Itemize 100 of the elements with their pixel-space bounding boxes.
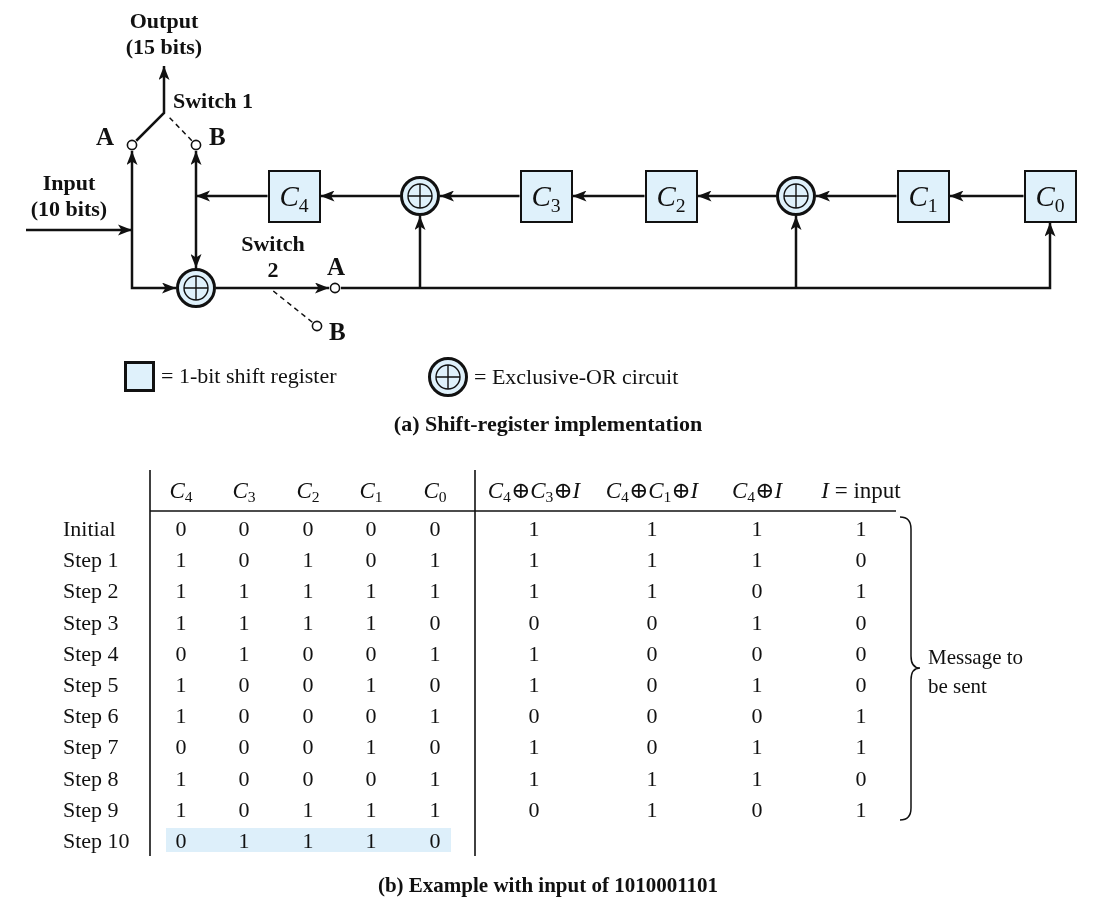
row-label: Step 9 [63, 796, 119, 822]
bit-value: 1 [302, 546, 314, 572]
bit-value: 1 [429, 640, 441, 666]
register-label: C$_{4}$ [279, 180, 309, 212]
bit-value: 0 [528, 702, 540, 728]
column-header: C$_{2}$ [296, 477, 320, 503]
row-label: Step 8 [63, 765, 119, 791]
dashed-line [168, 116, 193, 142]
bit-value: 1 [175, 765, 187, 791]
arrow [790, 216, 802, 288]
row-label: Step 10 [63, 827, 130, 853]
bit-value: 1 [855, 702, 867, 728]
bit-value: 1 [855, 515, 867, 541]
column-header: I = input [821, 477, 901, 503]
arrow [135, 66, 170, 142]
bit-value: 0 [238, 733, 250, 759]
bit-value: 0 [429, 671, 441, 697]
register-box [267, 169, 321, 223]
bit-value: 0 [429, 609, 441, 635]
xor-gate-icon [176, 268, 216, 308]
terminal-icon [190, 139, 202, 151]
bit-value: 1 [365, 671, 377, 697]
bit-value: 1 [365, 733, 377, 759]
bit-value: 0 [646, 640, 658, 666]
bit-value: 1 [528, 671, 540, 697]
bit-value: 0 [855, 671, 867, 697]
bit-value: 0 [302, 515, 314, 541]
bit-value: 0 [751, 702, 763, 728]
row-label: Step 1 [63, 546, 119, 572]
column-header: C$_{4}$⊕C$_{3}$⊕I [487, 477, 581, 503]
bit-value: 1 [528, 577, 540, 603]
column-header: C$_{4}$⊕I [731, 477, 783, 503]
arrow [440, 190, 520, 202]
bit-value: 0 [365, 765, 377, 791]
bit-value: 0 [528, 796, 540, 822]
terminal-letter: A [327, 254, 346, 280]
connector-line [341, 286, 420, 290]
bit-value: 1 [302, 577, 314, 603]
column-header: C$_{4}$⊕C$_{1}$⊕I [605, 477, 699, 503]
switch-label: Switch 2 [240, 231, 306, 283]
register-box [644, 169, 698, 223]
arrow [126, 151, 138, 230]
terminal-icon [126, 139, 138, 151]
row-label: Step 7 [63, 733, 119, 759]
bit-value: 1 [646, 546, 658, 572]
bit-value: 1 [528, 515, 540, 541]
row-label: Step 4 [63, 640, 119, 666]
bit-value: 0 [646, 609, 658, 635]
output-label: Output (15 bits) [114, 8, 214, 60]
bit-value: 0 [365, 515, 377, 541]
bit-value: 0 [528, 609, 540, 635]
bit-value: 0 [751, 796, 763, 822]
legend-text: = Exclusive-OR circuit [474, 364, 679, 390]
switch-label: Switch 1 [173, 88, 254, 114]
bit-value: 0 [365, 546, 377, 572]
bit-value: 1 [646, 765, 658, 791]
bit-value: 1 [302, 827, 314, 853]
bit-value: 1 [855, 733, 867, 759]
bit-value: 1 [528, 733, 540, 759]
bit-value: 1 [238, 640, 250, 666]
bit-value: 0 [429, 733, 441, 759]
arrow [816, 190, 897, 202]
terminal-letter: B [329, 319, 346, 345]
arrow [190, 151, 202, 196]
bit-value: 1 [751, 765, 763, 791]
bit-value: 1 [175, 577, 187, 603]
bit-value: 1 [855, 796, 867, 822]
bit-value: 0 [302, 640, 314, 666]
bit-value: 1 [646, 577, 658, 603]
column-header: C$_{4}$ [169, 477, 193, 503]
bit-value: 0 [302, 702, 314, 728]
bit-value: 1 [302, 609, 314, 635]
arrow [190, 196, 202, 268]
row-label: Initial [63, 515, 116, 541]
bit-value: 0 [751, 577, 763, 603]
row-label: Step 6 [63, 702, 119, 728]
bit-value: 1 [238, 577, 250, 603]
bit-value: 1 [365, 609, 377, 635]
bit-value: 1 [365, 577, 377, 603]
bit-value: 1 [365, 796, 377, 822]
caption: (a) Shift-register implementation [393, 411, 703, 437]
bit-value: 0 [429, 827, 441, 853]
bit-value: 1 [429, 702, 441, 728]
bit-value: 1 [429, 577, 441, 603]
bit-value: 1 [751, 609, 763, 635]
bit-value: 1 [175, 796, 187, 822]
register-box [519, 169, 573, 223]
bit-value: 0 [302, 671, 314, 697]
xor-gate-icon [400, 176, 440, 216]
terminal-icon [329, 282, 341, 294]
bit-value: 1 [751, 546, 763, 572]
arrow [320, 190, 400, 202]
bit-value: 1 [751, 515, 763, 541]
bit-value: 1 [175, 546, 187, 572]
bit-value: 0 [238, 765, 250, 791]
bit-value: 1 [302, 796, 314, 822]
row-label: Step 2 [63, 577, 119, 603]
column-header: C$_{1}$ [359, 477, 383, 503]
bit-value: 1 [751, 671, 763, 697]
row-label: Step 3 [63, 609, 119, 635]
